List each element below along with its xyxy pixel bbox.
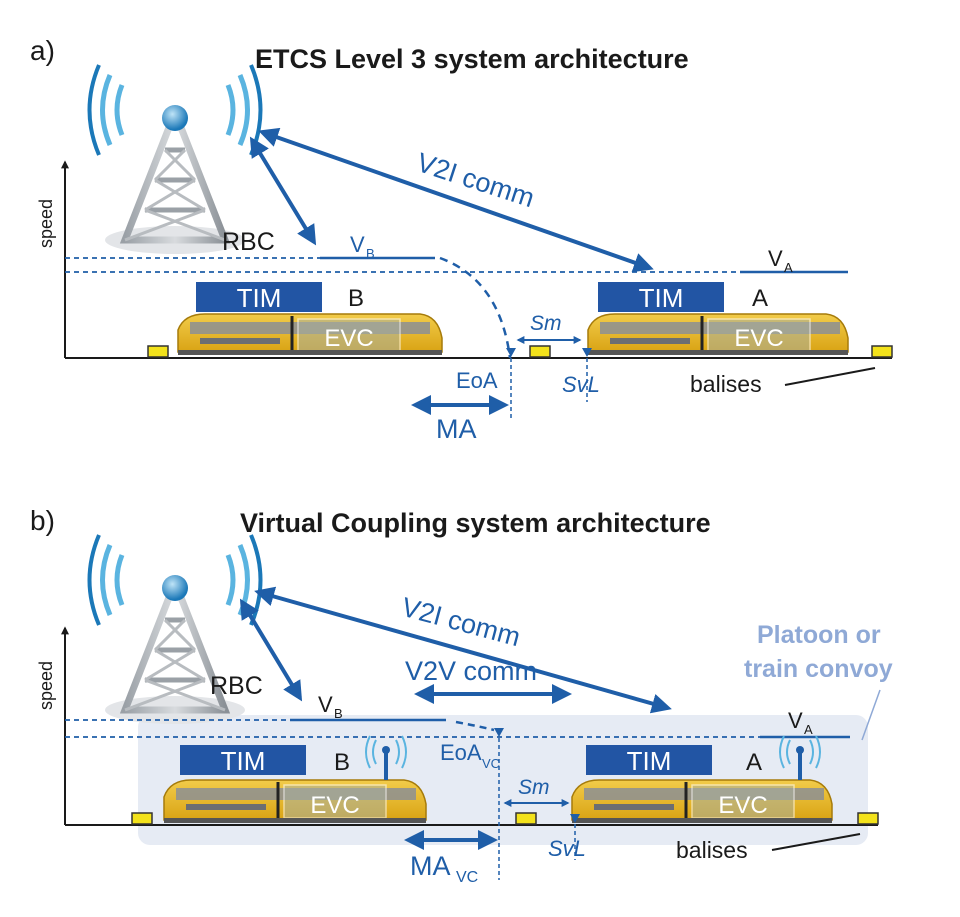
train-b-id: B bbox=[348, 285, 364, 312]
v2v-label: V2V comm bbox=[405, 656, 537, 686]
eoa-label: EoA bbox=[440, 740, 482, 765]
evc-label: EVC bbox=[310, 792, 359, 819]
va-label: V bbox=[768, 246, 783, 271]
braking-curve bbox=[439, 256, 512, 359]
tim-box bbox=[196, 282, 322, 312]
antenna-icon bbox=[365, 735, 407, 780]
v2i-label: V2I comm bbox=[413, 147, 538, 213]
balise-icon bbox=[857, 812, 879, 825]
rbc-label: RBC bbox=[210, 672, 263, 700]
v2i-arrow bbox=[258, 127, 654, 273]
antenna-icon bbox=[779, 735, 821, 780]
rbc-label: RBC bbox=[222, 228, 275, 256]
tim-box bbox=[180, 745, 306, 775]
platoon-pointer bbox=[861, 689, 881, 741]
vb-label: V bbox=[350, 232, 365, 257]
balise-icon bbox=[131, 812, 153, 825]
balise-icon bbox=[871, 345, 893, 358]
eoa-sub: VC bbox=[482, 756, 500, 771]
tim-label: TIM bbox=[639, 283, 684, 313]
va-sub: A bbox=[784, 260, 793, 275]
eoa-label: EoA bbox=[456, 368, 498, 393]
rbc-train-b-arrow bbox=[249, 136, 317, 246]
panel-a-label: a) bbox=[30, 35, 55, 66]
train-a: TIM EVC bbox=[571, 735, 833, 823]
svl-marker bbox=[570, 814, 580, 823]
ma-sub: VC bbox=[456, 869, 478, 886]
train-b: TIM EVC bbox=[177, 282, 443, 355]
platoon-label-line1: Platoon or bbox=[757, 621, 881, 649]
train-b: TIM EVC bbox=[163, 735, 427, 823]
tim-label: TIM bbox=[627, 746, 672, 776]
eoa-marker bbox=[494, 728, 504, 737]
panel-b: b) Virtual Coupling system architecture … bbox=[30, 505, 893, 886]
evc-box bbox=[691, 784, 795, 819]
balises-pointer bbox=[771, 833, 861, 851]
ma-label: MA bbox=[436, 414, 477, 444]
speed-axis-label: speed bbox=[36, 661, 56, 710]
balises-label: balises bbox=[676, 837, 748, 863]
train-a: TIM EVC bbox=[587, 282, 849, 355]
balise-icon bbox=[515, 812, 537, 825]
train-a-id: A bbox=[746, 749, 762, 776]
vb-label: V bbox=[318, 692, 333, 717]
sm-label: Sm bbox=[518, 776, 550, 799]
balises-pointer bbox=[784, 367, 876, 386]
panel-b-title: Virtual Coupling system architecture bbox=[240, 508, 711, 538]
tim-box bbox=[598, 282, 724, 312]
tim-label: TIM bbox=[237, 283, 282, 313]
svl-label: SvL bbox=[562, 372, 600, 397]
tim-box bbox=[586, 745, 712, 775]
platoon-label-line2: train convoy bbox=[744, 655, 893, 683]
radio-tower-icon bbox=[87, 534, 263, 724]
balise-icon bbox=[529, 345, 551, 358]
panel-b-label: b) bbox=[30, 505, 55, 536]
evc-label: EVC bbox=[324, 325, 373, 352]
balise-icon bbox=[147, 345, 169, 358]
va-sub: A bbox=[804, 722, 813, 737]
va-label: V bbox=[788, 708, 803, 733]
radio-tower-icon bbox=[87, 64, 263, 254]
vb-sub: B bbox=[366, 246, 375, 261]
eoa-marker bbox=[506, 348, 516, 357]
svl-marker bbox=[582, 348, 592, 357]
speed-axis-label: speed bbox=[36, 199, 56, 248]
balises-label: balises bbox=[690, 371, 762, 397]
ma-label: MA bbox=[410, 851, 451, 881]
panel-a-title: ETCS Level 3 system architecture bbox=[255, 44, 689, 74]
evc-label: EVC bbox=[718, 792, 767, 819]
evc-label: EVC bbox=[734, 325, 783, 352]
train-a-id: A bbox=[752, 285, 768, 312]
vb-sub: B bbox=[334, 706, 343, 721]
v2i-arrow bbox=[254, 586, 672, 714]
svl-label: SvL bbox=[548, 836, 586, 861]
train-b-id: B bbox=[334, 749, 350, 776]
tim-label: TIM bbox=[221, 746, 266, 776]
sm-label: Sm bbox=[530, 312, 562, 335]
panel-a: a) ETCS Level 3 system architecture RBC bbox=[30, 35, 893, 444]
braking-curve bbox=[455, 720, 495, 732]
v2i-label: V2I comm bbox=[398, 592, 523, 652]
